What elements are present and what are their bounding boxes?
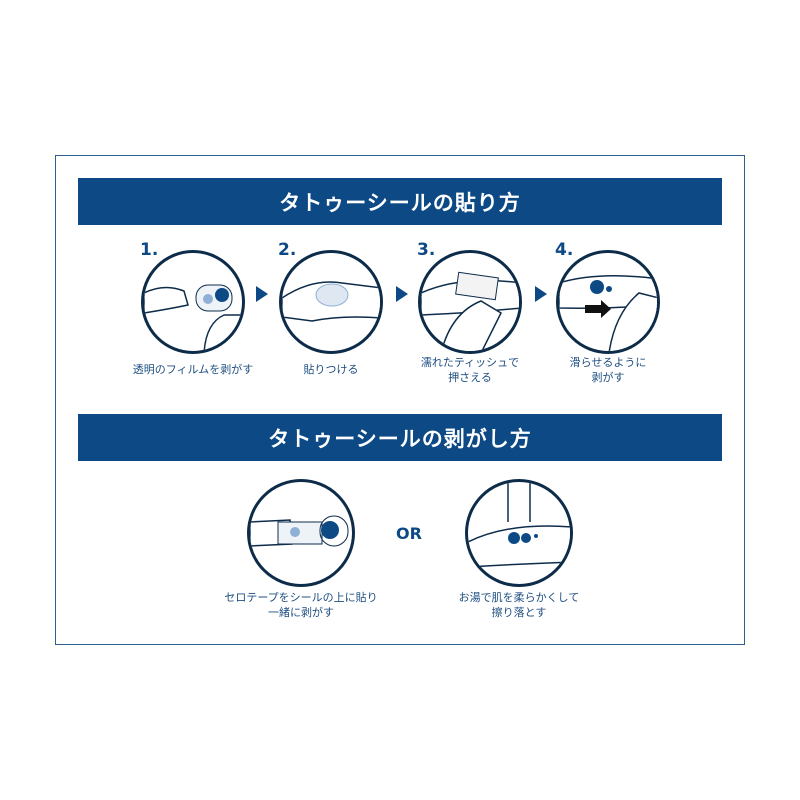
arrow-right-icon (256, 286, 268, 302)
hot-water-method-caption: お湯で肌を柔らかくして擦り落とす (458, 591, 580, 619)
arrow-right-icon (396, 286, 408, 302)
instruction-frame (55, 155, 745, 645)
remove-title-banner: タトゥーシールの剥がし方 (78, 414, 722, 461)
hot-water-method-illustration (465, 479, 573, 587)
arrow-right-icon (535, 286, 547, 302)
step-2-illustration (279, 250, 383, 354)
step-2-caption: 貼りつける (303, 363, 359, 376)
step-3-illustration (418, 250, 522, 354)
step-3-caption: 濡れたティッシュで押さえる (420, 356, 520, 384)
apply-title-banner: タトゥーシールの貼り方 (78, 178, 722, 225)
step-4-caption: 滑らせるように剥がす (569, 356, 647, 384)
or-separator: OR (396, 524, 422, 543)
tape-method-illustration (247, 479, 355, 587)
tape-method-caption: セロテープをシールの上に貼り一緒に剥がす (224, 591, 378, 619)
step-4-number: 4. (555, 240, 574, 260)
step-3-number: 3. (417, 240, 436, 260)
step-4-illustration (556, 250, 660, 354)
step-1-number: 1. (140, 240, 159, 260)
step-2-number: 2. (278, 240, 297, 260)
step-1-illustration (141, 250, 245, 354)
step-1-caption: 透明のフィルムを剥がす (132, 363, 254, 376)
